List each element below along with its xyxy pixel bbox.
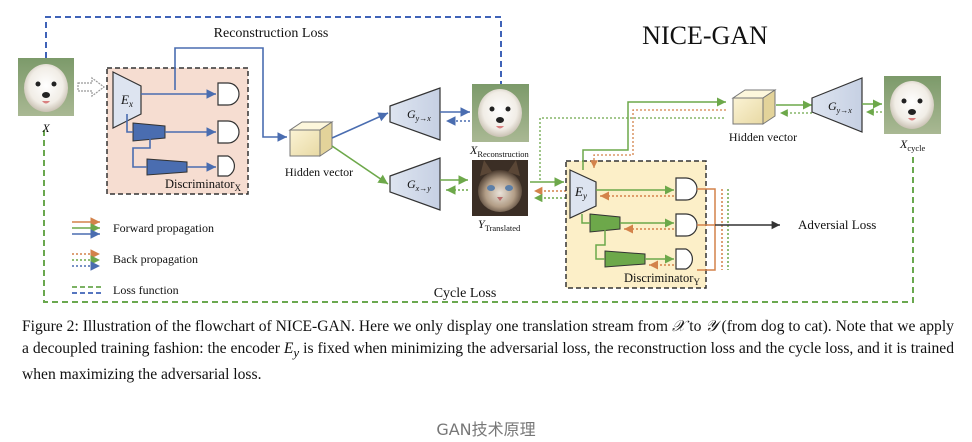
- hidden-vector-right-cube: [731, 89, 777, 125]
- generator-x-to-y: [389, 157, 441, 211]
- input-dog-image: [18, 58, 74, 116]
- hidden-right-back: [590, 109, 726, 168]
- image-reconstruction-label: XReconstruction: [469, 143, 530, 159]
- encoder-y: [569, 169, 597, 219]
- watermark: GAN技术原理: [436, 420, 536, 439]
- disc-y-flows: [581, 185, 729, 271]
- hidden-vector-right-label: Hidden vector: [729, 130, 797, 144]
- image-x-label: X: [41, 121, 50, 135]
- caption-encoder-symbol: E: [283, 340, 294, 357]
- generator-y-to-x-right-label: Gy→x: [828, 99, 852, 115]
- generator-y-to-x-right: [811, 77, 863, 133]
- encoder-x: [112, 71, 142, 129]
- caption-to-domain: 𝒴: [705, 318, 718, 335]
- disc-y-output-3: [675, 248, 694, 270]
- legend-back-label: Back propagation: [113, 252, 198, 266]
- image-translated-label: YTranslated: [478, 217, 521, 233]
- generator-y-to-x-top: [389, 87, 441, 141]
- hidden-vector-left-cube: [288, 121, 334, 157]
- discriminator-y-label: DiscriminatorY: [624, 271, 700, 287]
- input-arrow: [77, 76, 105, 98]
- adversial-loss-label: Adversial Loss: [798, 217, 876, 232]
- legend: Forward propagation Back propagation Los…: [72, 217, 214, 297]
- legend-back: Back propagation: [72, 249, 198, 271]
- caption-part-1: Figure 2: Illustration of the flowchart …: [22, 318, 672, 335]
- reconstruction-loss-line: [45, 16, 502, 84]
- generator-y-to-x-top-label: Gy→x: [407, 107, 431, 123]
- hidden-to-gxy-flow: [331, 145, 389, 185]
- disc-x-block-1: [132, 122, 166, 142]
- legend-loss-label: Loss function: [113, 283, 179, 297]
- disc-x-block-2: [146, 158, 188, 176]
- disc-x-flows: [126, 89, 216, 172]
- legend-forward-label: Forward propagation: [113, 221, 214, 235]
- legend-loss: Loss function: [72, 283, 179, 297]
- cycle-loss-line: [43, 130, 914, 303]
- figure-caption: Figure 2: Illustration of the flowchart …: [22, 316, 954, 386]
- hidden-vector-left-label: Hidden vector: [285, 165, 353, 179]
- disc-x-output-1: [217, 82, 240, 106]
- discriminator-x-label: DiscriminatorX: [165, 177, 241, 193]
- cycle-loss-label: Cycle Loss: [434, 286, 497, 301]
- cycle-dog-image: [884, 76, 941, 134]
- caption-part-2: (from dog to cat). Note that we apply a …: [22, 318, 954, 357]
- translated-to-cycle-dotted: [539, 117, 726, 180]
- translated-cat-image: [472, 160, 528, 216]
- ey-to-hidden-right: [582, 97, 726, 170]
- disc-y-block-2: [604, 250, 646, 268]
- legend-forward: Forward propagation: [72, 217, 214, 239]
- reconstruction-loss-label: Reconstruction Loss: [214, 26, 329, 41]
- disc-x-output-3: [217, 155, 236, 177]
- caption-from-domain: 𝒳: [671, 318, 686, 335]
- diagram-title: NICE-GAN: [642, 21, 768, 50]
- disc-y-output-2: [675, 213, 698, 237]
- image-cycle-label: Xcycle: [899, 137, 926, 153]
- generator-x-to-y-label: Gx→y: [407, 177, 431, 193]
- caption-part-3: is fixed when minimizing the adversarial…: [22, 340, 954, 384]
- encoder-y-label: Ey: [574, 184, 587, 201]
- disc-x-output-2: [217, 120, 240, 144]
- reconstruction-dog-image: [472, 84, 529, 142]
- encoder-x-label: Ex: [120, 92, 133, 109]
- ex-to-hidden-flow: [174, 47, 287, 142]
- caption-to-word: to: [685, 318, 706, 335]
- nice-gan-diagram: NICE-GAN Reconstruction Loss Cycle Loss …: [18, 16, 941, 303]
- caption-encoder-sub: y: [293, 345, 300, 361]
- disc-y-output-1: [675, 177, 698, 201]
- hidden-to-gyx-flow: [331, 112, 389, 139]
